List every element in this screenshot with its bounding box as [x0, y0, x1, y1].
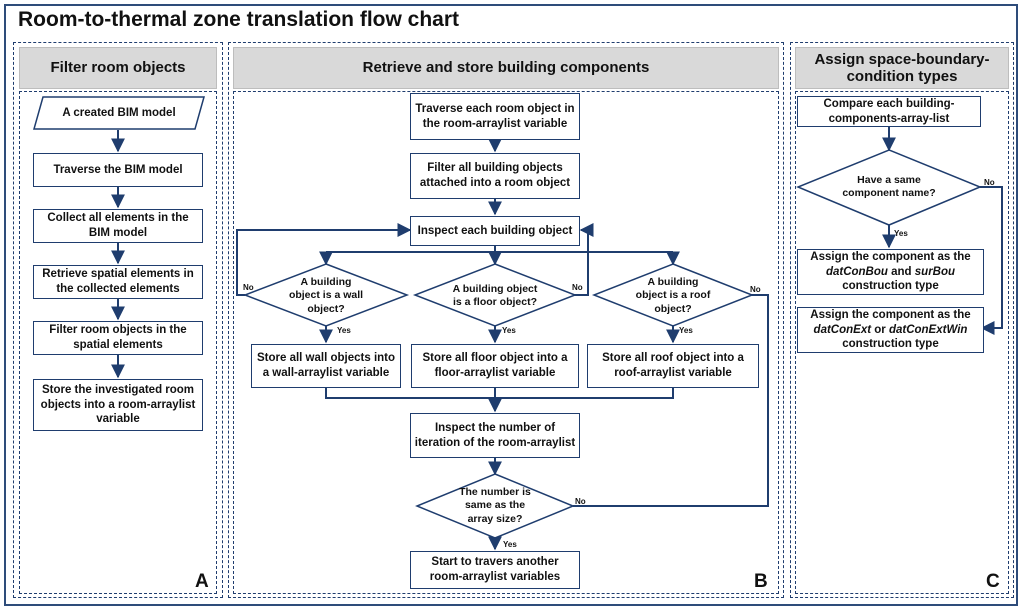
panel-a [13, 42, 223, 598]
decision-size-diamond [415, 473, 575, 539]
yes-label-name: Yes [894, 229, 908, 238]
no-label-wall: No [243, 283, 254, 292]
assign1-a: datConBou [825, 265, 888, 278]
decision-name-text: Have a same component name? [842, 173, 936, 199]
start-parallelogram [33, 96, 205, 130]
assign2-a: datConExt [813, 323, 872, 336]
step-traverse-rooms: Traverse each room object in the room-ar… [410, 93, 580, 140]
assign1-b: surBou [914, 265, 956, 278]
panel-b-label: B [754, 571, 768, 592]
assign1-mid: and [891, 265, 912, 278]
assign1-post: construction type [842, 280, 939, 293]
yes-label-size: Yes [503, 540, 517, 549]
no-label-floor: No [572, 283, 583, 292]
yes-label-wall: Yes [337, 326, 351, 335]
decision-roof-text: A building object is a roof object? [635, 276, 711, 315]
assign-datconext: Assign the component as the datConExt or… [797, 307, 984, 353]
decision-roof-diamond [591, 263, 755, 327]
panel-b-header: Retrieve and store building components [233, 47, 779, 89]
panel-b-body [233, 91, 779, 594]
step-filter-rooms: Filter room objects in the spatial eleme… [33, 321, 203, 355]
page-title: Room-to-thermal zone translation flow ch… [18, 8, 460, 31]
panel-a-label: A [195, 571, 209, 592]
step-inspect-object: Inspect each building object [410, 216, 580, 246]
assign1-pre: Assign the component as the [810, 250, 971, 263]
step-retrieve-spatial: Retrieve spatial elements in the collect… [33, 265, 203, 299]
panel-a-header: Filter room objects [19, 47, 217, 89]
panel-b [228, 42, 784, 598]
assign-datconbou: Assign the component as the datConBou an… [797, 249, 984, 295]
store-floor-objects: Store all floor object into a floor-arra… [411, 344, 579, 388]
panel-a-body [19, 91, 217, 594]
decision-name-diamond [796, 149, 982, 226]
step-inspect-iteration: Inspect the number of iteration of the r… [410, 413, 580, 458]
yes-label-roof: Yes [679, 326, 693, 335]
assign2-pre: Assign the component as the [810, 308, 971, 321]
step-store-rooms: Store the investigated room objects into… [33, 379, 203, 431]
assign2-post: construction type [842, 338, 939, 351]
step-traverse-another: Start to travers another room-arraylist … [410, 551, 580, 589]
step-collect-elements: Collect all elements in the BIM model [33, 209, 203, 243]
store-roof-objects: Store all roof object into a roof-arrayl… [587, 344, 759, 388]
step-compare-components: Compare each building-components-array-l… [797, 96, 981, 127]
panel-c [790, 42, 1014, 598]
decision-wall-diamond [242, 263, 410, 327]
outer-frame [4, 4, 1018, 606]
panel-c-label: C [986, 571, 1000, 592]
decision-floor-text: A building object is a floor object? [452, 282, 538, 308]
no-label-size: No [575, 497, 586, 506]
decision-floor-diamond [412, 263, 578, 327]
store-wall-objects: Store all wall objects into a wall-array… [251, 344, 401, 388]
step-filter-building-objects: Filter all building objects attached int… [410, 153, 580, 199]
panel-c-body [795, 91, 1009, 594]
decision-wall-text: A building object is a wall object? [288, 276, 364, 315]
step-traverse-bim: Traverse the BIM model [33, 153, 203, 187]
decision-size-text: The number is same as the array size? [459, 486, 531, 525]
no-label-name: No [984, 178, 995, 187]
assign2-mid: or [874, 323, 886, 336]
panel-c-header: Assign space-boundary-condition types [795, 47, 1009, 89]
start-bim-model: A created BIM model [62, 106, 176, 119]
assign2-b: datConExtWin [888, 323, 968, 336]
no-label-roof: No [750, 285, 761, 294]
yes-label-floor: Yes [502, 326, 516, 335]
